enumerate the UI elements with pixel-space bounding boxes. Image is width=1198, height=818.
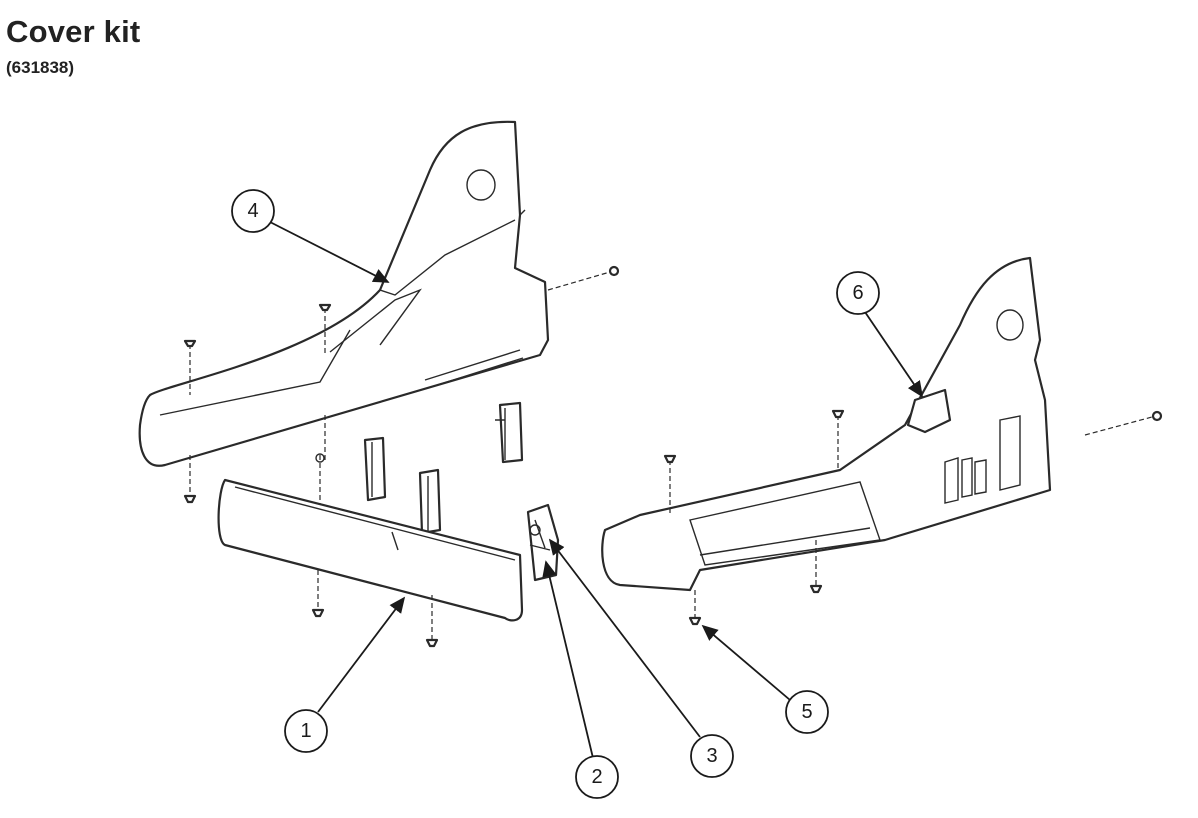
- bracket-parts: [526, 503, 560, 582]
- callout-6: 6: [836, 271, 880, 315]
- mounting-clips: [315, 401, 524, 535]
- left-side-cover: [138, 120, 550, 467]
- callout-3-label: 3: [706, 745, 717, 767]
- right-side-cover: [601, 256, 1163, 626]
- callout-1-label: 1: [300, 720, 311, 742]
- leader-lines: [269, 221, 924, 759]
- callout-5: 5: [785, 690, 829, 734]
- callout-4: 4: [231, 189, 275, 233]
- left-cover-screws: [183, 265, 620, 504]
- callout-3: 3: [690, 734, 734, 778]
- callout-4-label: 4: [247, 200, 258, 222]
- callout-1: 1: [284, 709, 328, 753]
- front-cover-channel: [217, 478, 524, 648]
- kit-part-number: (631838): [6, 58, 75, 77]
- callout-5-label: 5: [801, 701, 812, 723]
- callout-2: 2: [575, 755, 619, 799]
- callout-2-label: 2: [591, 766, 602, 788]
- diagram-title: Cover kit: [6, 14, 141, 49]
- callout-6-label: 6: [852, 282, 863, 304]
